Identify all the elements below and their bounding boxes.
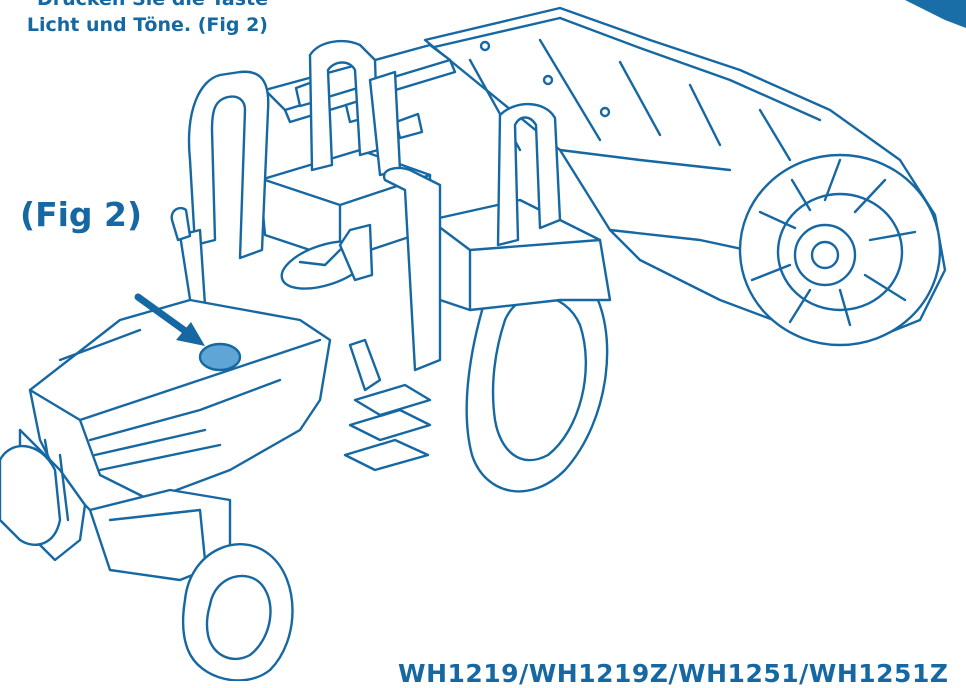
instruction-line-1: Drücken Sie die Taste [0,0,268,12]
arrow-icon [134,293,205,346]
model-code: WH1219/WH1219Z/WH1251/WH1251Z [398,659,949,688]
figure-label: (Fig 2) [20,195,143,234]
instruction-line-2: Licht und Töne. (Fig 2) [26,14,268,36]
light-sound-button-icon[interactable] [198,342,242,372]
tractor-body [18,39,612,582]
corner-accent-tab [905,0,966,28]
instruction-text: Drücken Sie die Taste Licht und Töne. (F… [0,0,268,38]
front-tire [0,445,294,681]
rear-tire [465,257,609,493]
roller-assembly [423,6,947,347]
